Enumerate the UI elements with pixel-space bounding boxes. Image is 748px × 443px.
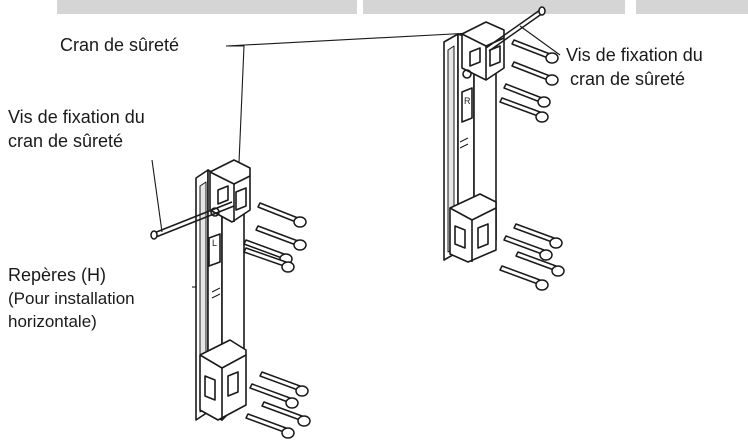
right-bracket bbox=[443, 21, 505, 263]
leader-screw-right bbox=[519, 25, 561, 56]
right-safety-screw bbox=[485, 6, 546, 52]
left-screw-7 bbox=[261, 401, 311, 427]
left-screw-4 bbox=[243, 247, 295, 273]
header-bar-right bbox=[636, 0, 748, 14]
left-screw-1 bbox=[257, 202, 307, 228]
label-screw-left-line2: cran de sûreté bbox=[8, 131, 124, 151]
leader-screw-left bbox=[151, 159, 163, 233]
right-screw-8 bbox=[499, 265, 549, 291]
label-safety-notch: Cran de sûreté bbox=[60, 35, 180, 55]
left-screw-2 bbox=[255, 225, 307, 251]
right-screw-6 bbox=[503, 235, 553, 261]
left-bracket bbox=[195, 159, 251, 421]
leader-lines bbox=[151, 25, 561, 288]
label-screw-right-line2: cran de sûreté bbox=[570, 69, 686, 89]
header-bar-middle bbox=[363, 0, 625, 14]
right-screw-5 bbox=[513, 223, 563, 249]
bracket-left-letter: L bbox=[212, 238, 217, 248]
label-marks-line3: horizontale) bbox=[8, 312, 97, 331]
right-screw-1 bbox=[511, 39, 559, 64]
right-screws bbox=[485, 6, 565, 291]
header-bar-left bbox=[57, 0, 357, 14]
left-safety-screw bbox=[150, 201, 235, 240]
right-screw-3 bbox=[503, 83, 551, 108]
right-screw-7 bbox=[515, 251, 565, 277]
label-marks-line1: Repères (H) bbox=[8, 265, 107, 285]
left-screws bbox=[150, 201, 311, 439]
right-screw-2 bbox=[511, 61, 559, 86]
label-screw-right-line1: Vis de fixation du bbox=[566, 45, 703, 65]
left-screw-8 bbox=[245, 413, 295, 439]
left-screw-6 bbox=[249, 383, 299, 409]
left-screw-5 bbox=[259, 371, 309, 397]
label-screw-left-line1: Vis de fixation du bbox=[8, 107, 145, 127]
label-marks-line2: (Pour installation bbox=[8, 289, 135, 308]
bracket-right-letter: R bbox=[464, 96, 471, 106]
right-screw-4 bbox=[499, 97, 549, 123]
leader-safety-notch-right bbox=[225, 31, 491, 47]
